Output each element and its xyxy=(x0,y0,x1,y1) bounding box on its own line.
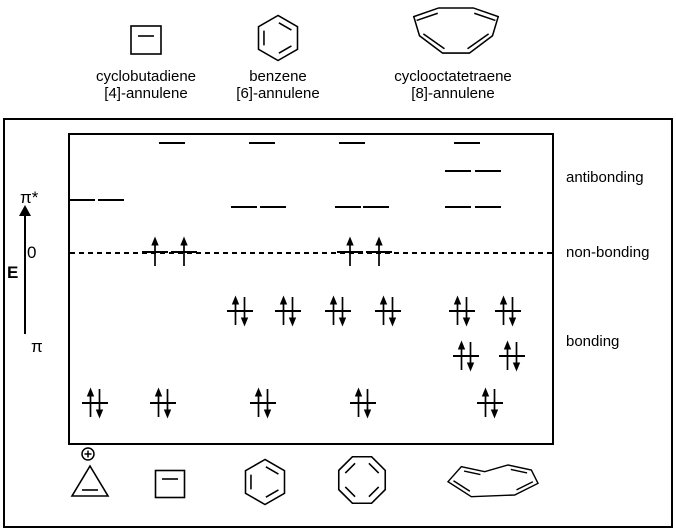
paired-electron-arrows-icon xyxy=(250,387,276,419)
energy-level xyxy=(375,310,401,312)
pi-star-label: π* xyxy=(20,188,39,207)
energy-level xyxy=(82,402,108,404)
single-electron-arrow-icon xyxy=(366,236,392,268)
molecule-annulene-label: [8]-annulene xyxy=(411,85,495,102)
energy-level xyxy=(475,206,501,208)
energy-level xyxy=(231,206,257,208)
energy-level xyxy=(453,355,479,357)
energy-axis-line xyxy=(24,216,26,334)
molecule-name-label: cyclooctatetraene xyxy=(394,68,512,85)
energy-level xyxy=(499,355,525,357)
paired-electron-arrows-icon xyxy=(82,387,108,419)
paired-electron-arrows-icon xyxy=(325,295,351,327)
energy-level xyxy=(69,199,95,201)
energy-level xyxy=(150,402,176,404)
non-bonding-label: non-bonding xyxy=(566,244,650,261)
energy-level xyxy=(98,199,124,201)
paired-electron-arrows-icon xyxy=(495,295,521,327)
energy-level xyxy=(227,310,253,312)
paired-electron-arrows-icon xyxy=(150,387,176,419)
energy-level xyxy=(250,402,276,404)
cyclobutadiene-structure-icon xyxy=(154,469,186,499)
energy-level xyxy=(249,142,275,144)
energy-level xyxy=(350,402,376,404)
energy-label: E xyxy=(7,263,19,282)
bonding-label: bonding xyxy=(566,333,620,350)
single-electron-arrow-icon xyxy=(171,236,197,268)
energy-level xyxy=(495,310,521,312)
energy-level xyxy=(449,310,475,312)
single-electron-arrow-icon xyxy=(337,236,363,268)
zero-energy-dashed-line xyxy=(70,252,552,254)
paired-electron-arrows-icon xyxy=(449,295,475,327)
energy-axis-arrowhead-icon xyxy=(19,205,31,216)
energy-level xyxy=(454,142,480,144)
energy-level xyxy=(363,206,389,208)
diagram-frame-box xyxy=(68,133,554,445)
tub-cyclooctatetraene-structure-icon xyxy=(446,464,539,498)
energy-level xyxy=(475,170,501,172)
figure-border-box xyxy=(3,118,673,528)
planar-cyclooctatetraene-structure-icon xyxy=(337,455,387,505)
paired-electron-arrows-icon xyxy=(453,340,479,372)
energy-level xyxy=(445,206,471,208)
paired-electron-arrows-icon xyxy=(375,295,401,327)
energy-level xyxy=(325,310,351,312)
molecule-annulene-label: [6]-annulene xyxy=(236,85,320,102)
cyclobutadiene-structure-icon xyxy=(130,25,162,55)
energy-level xyxy=(445,170,471,172)
single-electron-arrow-icon xyxy=(142,236,168,268)
molecule-name-label: benzene xyxy=(249,68,307,85)
energy-level xyxy=(335,206,361,208)
paired-electron-arrows-icon xyxy=(477,387,503,419)
cyclopropenyl-cation-structure-icon xyxy=(70,447,110,497)
energy-level xyxy=(260,206,286,208)
paired-electron-arrows-icon xyxy=(350,387,376,419)
zero-label: 0 xyxy=(27,243,37,262)
energy-level xyxy=(339,142,365,144)
antibonding-label: antibonding xyxy=(566,169,644,186)
molecule-annulene-label: [4]-annulene xyxy=(104,85,188,102)
energy-level xyxy=(275,310,301,312)
energy-level xyxy=(159,142,185,144)
benzene-structure-icon xyxy=(244,458,286,506)
paired-electron-arrows-icon xyxy=(227,295,253,327)
paired-electron-arrows-icon xyxy=(499,340,525,372)
energy-level xyxy=(477,402,503,404)
benzene-structure-icon xyxy=(257,14,299,62)
molecule-name-label: cyclobutadiene xyxy=(95,68,197,85)
paired-electron-arrows-icon xyxy=(275,295,301,327)
cyclooctatetraene-tub-structure-icon xyxy=(412,7,500,54)
pi-label: π xyxy=(31,337,43,356)
